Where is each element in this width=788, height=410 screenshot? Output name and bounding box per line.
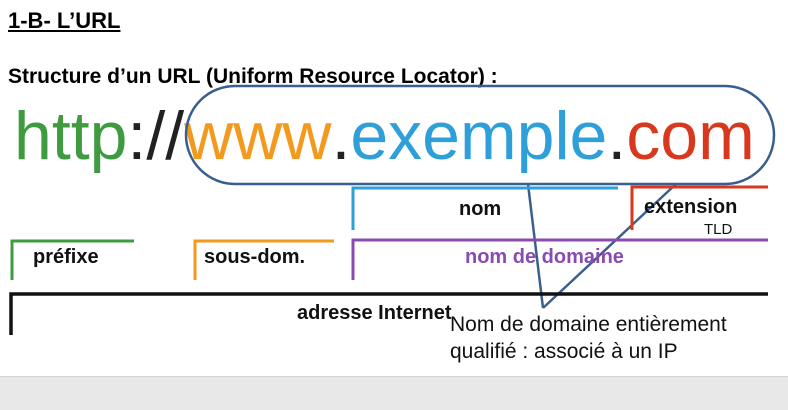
label-sous-dom: sous-dom. (204, 246, 306, 268)
callout-note: Nom de domaine entièrement qualifié : as… (450, 311, 727, 365)
url-dot: . (607, 98, 627, 174)
callout-note-line: Nom de domaine entièrement (450, 313, 727, 336)
url-example: http://www.exemple.com (14, 96, 755, 176)
bracket-prefixe (10, 239, 134, 280)
url-separator: :// (127, 98, 185, 174)
callout-pointer (542, 183, 677, 309)
url-domain-name: exemple (350, 98, 608, 174)
section-subtitle: Structure d’un URL (Uniform Resource Loc… (8, 65, 498, 88)
url-subdomain: www (184, 98, 332, 174)
bracket-adresse (9, 292, 768, 335)
label-nom-de-domaine: nom de domaine (465, 246, 624, 268)
label-nom: nom (459, 198, 502, 220)
label-adresse-internet: adresse Internet (297, 302, 452, 324)
url-scheme: http (14, 98, 128, 174)
callout-pointer (526, 183, 545, 309)
bracket-nom (351, 186, 618, 230)
bracket-sous-dom (193, 239, 334, 280)
label-extension: extension (644, 196, 738, 218)
bracket-nom-de-domaine (351, 238, 768, 280)
label-tld: TLD (704, 221, 733, 238)
callout-note-line: qualifié : associé à un IP (450, 340, 678, 363)
url-extension: com (626, 98, 755, 174)
bracket-extension (630, 185, 768, 230)
page-title: 1-B- L’URL (8, 8, 121, 33)
label-prefixe: préfixe (33, 246, 99, 268)
callout-ellipse (184, 84, 776, 186)
url-dot: . (331, 98, 351, 174)
bottom-bar (0, 376, 788, 410)
